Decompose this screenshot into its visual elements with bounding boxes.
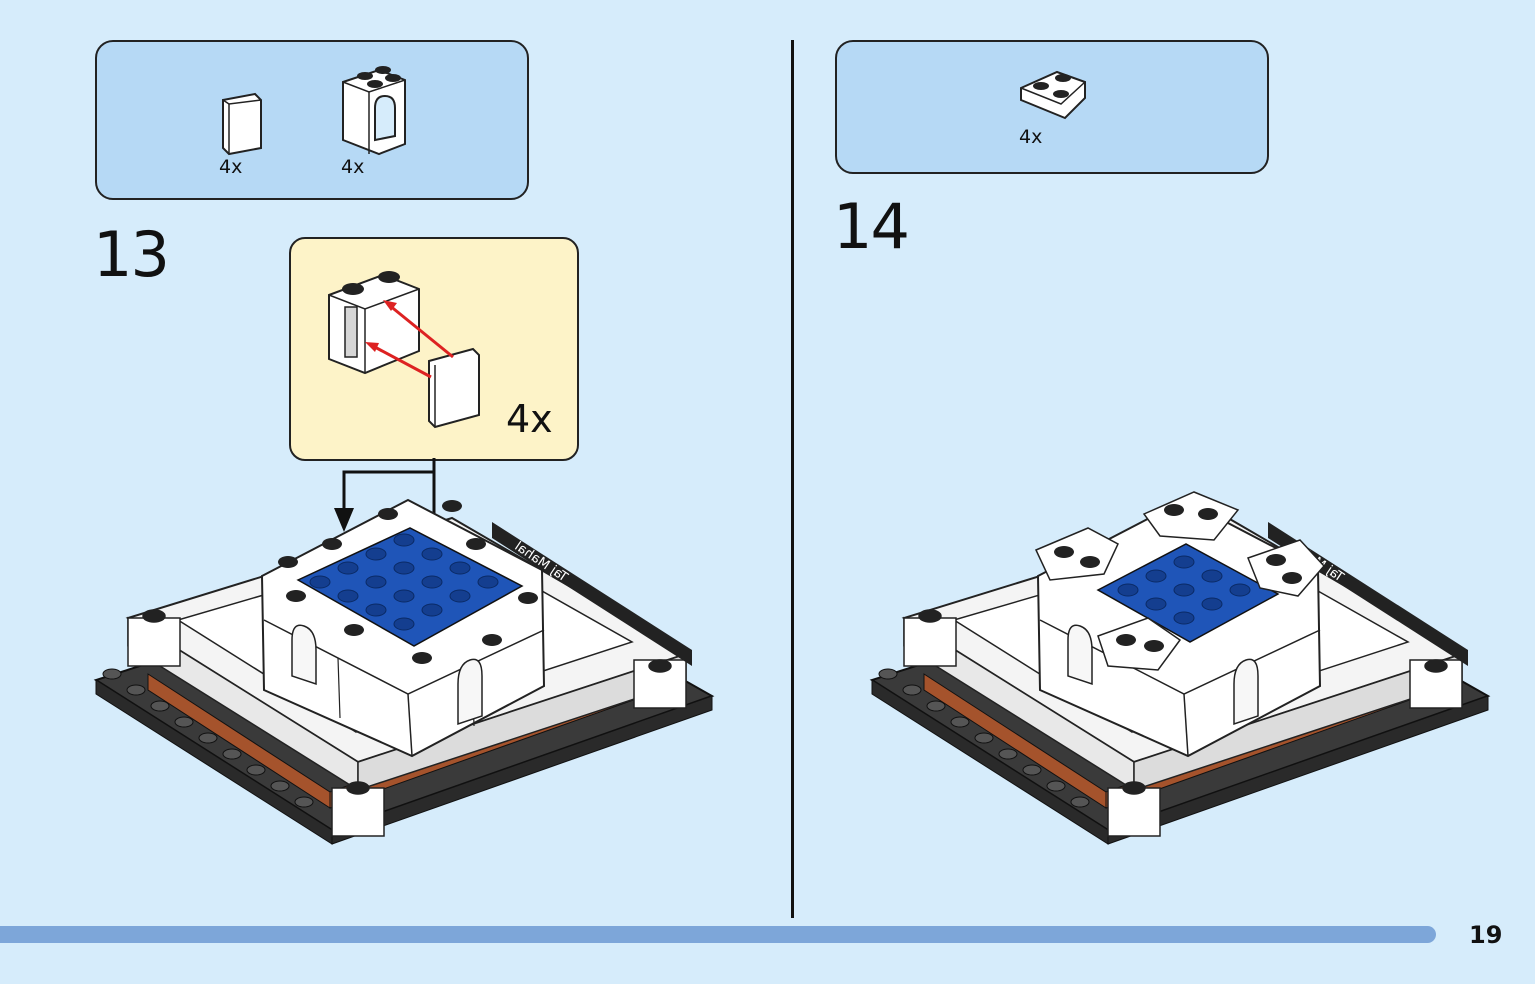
callout-quantity: 4x	[506, 397, 553, 441]
window-assembly-icon	[328, 271, 480, 429]
tile-icon	[222, 92, 262, 156]
step-number-14: 14	[833, 190, 910, 263]
wedge-plate-icon	[1020, 70, 1086, 120]
sub-assembly-callout: 4x	[289, 237, 579, 461]
model-step-13: Taj Mahal	[93, 498, 715, 845]
footer-progress-bar	[0, 926, 1436, 943]
model-step-14: Taj Mahal	[869, 491, 1491, 845]
parts-list-step-13: 4x 4x	[95, 40, 529, 200]
part-qty-wedge-plate: 4x	[1019, 126, 1043, 148]
page-number: 19	[1469, 921, 1503, 949]
part-qty-tile: 4x	[219, 156, 243, 178]
part-qty-window-frame: 4x	[341, 156, 365, 178]
window-frame-icon	[342, 66, 406, 156]
step-number-13: 13	[93, 218, 170, 291]
page-divider	[791, 40, 794, 918]
parts-list-step-14: 4x	[835, 40, 1269, 174]
